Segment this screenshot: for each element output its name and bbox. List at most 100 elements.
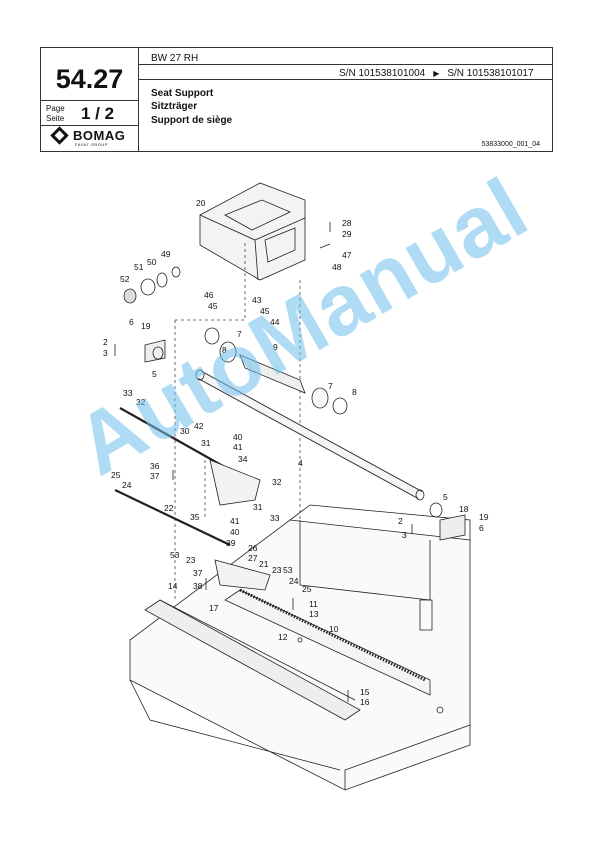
bearing-cluster — [123, 266, 181, 304]
callout-5b: 5 — [443, 492, 448, 502]
title-en: Seat Support — [151, 88, 214, 99]
callout-3b: 3 — [402, 530, 407, 540]
serial-range: S/N 101538101004▶S/N 101538101017 — [339, 68, 534, 79]
sleeve-8 — [219, 341, 237, 363]
callout-49: 49 — [161, 249, 171, 259]
callout-2: 2 — [103, 337, 108, 347]
rod-22 — [114, 489, 231, 546]
callout-5: 5 — [152, 369, 157, 379]
callout-38: 38 — [193, 581, 203, 591]
callout-23: 23 — [186, 555, 196, 565]
callout-27: 27 — [248, 553, 258, 563]
bolts — [114, 222, 413, 702]
callout-19: 19 — [141, 321, 151, 331]
callout-29: 29 — [342, 229, 352, 239]
bomag-logo: BOMAG FAYAT GROUP — [50, 126, 133, 149]
callout-14: 14 — [168, 581, 178, 591]
ring-5-right — [429, 502, 443, 518]
title-block-rule — [138, 79, 552, 80]
title-block: 54.27 Page Seite 1 / 2 BOMAG FAYAT GROUP… — [40, 47, 553, 152]
callout-33b: 33 — [270, 513, 280, 523]
callout-4: 4 — [298, 458, 303, 468]
callout-53b: 53 — [283, 565, 293, 575]
callout-8: 8 — [222, 345, 227, 355]
callout-36: 36 — [150, 461, 160, 471]
toothed-rail — [239, 588, 426, 682]
page-label-en: Page — [46, 104, 65, 113]
callout-3: 3 — [103, 348, 108, 358]
callout-37b: 37 — [193, 568, 203, 578]
rod-30 — [119, 407, 231, 471]
title-block-divider — [138, 48, 139, 151]
callout-9: 9 — [273, 342, 278, 352]
callout-23b: 23 — [272, 565, 282, 575]
callout-15: 15 — [360, 687, 370, 697]
bracket-18 — [439, 514, 466, 541]
callout-24b: 24 — [289, 576, 299, 586]
brand-sub: FAYAT GROUP — [75, 142, 108, 147]
callout-33: 33 — [123, 388, 133, 398]
callout-31b: 31 — [253, 502, 263, 512]
callout-40: 40 — [233, 432, 243, 442]
seat-bracket — [199, 182, 306, 281]
callout-10: 10 — [329, 624, 339, 634]
callout-8b: 8 — [352, 387, 357, 397]
callout-19b: 19 — [479, 512, 489, 522]
callout-32b: 32 — [272, 477, 282, 487]
callout-12: 12 — [278, 632, 288, 642]
callout-2b: 2 — [398, 516, 403, 526]
callout-17: 17 — [209, 603, 219, 613]
assembly-guide-lines — [174, 240, 301, 600]
title-fr: Support de siège — [151, 115, 233, 126]
callout-39: 39 — [226, 538, 236, 548]
sleeve-8b — [311, 387, 329, 409]
link-21 — [214, 559, 271, 591]
callout-25: 25 — [111, 470, 121, 480]
callout-31: 31 — [201, 438, 211, 448]
callout-6b: 6 — [479, 523, 484, 533]
bracket-5-left — [144, 339, 166, 363]
callout-53: 53 — [170, 550, 180, 560]
callout-18: 18 — [459, 504, 469, 514]
callout-20: 20 — [196, 198, 206, 208]
lever-34 — [209, 459, 261, 506]
callout-6: 6 — [129, 317, 134, 327]
callout-44: 44 — [270, 317, 280, 327]
callout-45: 45 — [208, 301, 218, 311]
callout-28: 28 — [342, 218, 352, 228]
callout-43: 43 — [252, 295, 262, 305]
plate-9 — [239, 354, 306, 394]
callout-30: 30 — [180, 426, 190, 436]
callout-32: 32 — [136, 397, 146, 407]
callout-25b: 25 — [302, 584, 312, 594]
ring-7b — [332, 397, 348, 415]
frame-base — [129, 504, 471, 791]
callout-26: 26 — [248, 543, 258, 553]
serial-to: S/N 101538101017 — [447, 68, 534, 79]
callout-37: 37 — [150, 471, 160, 481]
title-block-rule — [138, 64, 552, 65]
page-fraction: 1 / 2 — [81, 104, 115, 123]
callout-11: 11 — [309, 599, 318, 609]
title-block-rule — [41, 125, 138, 126]
arrow-right-icon: ▶ — [433, 69, 440, 78]
callout-51: 51 — [134, 262, 144, 272]
ring-7 — [204, 327, 220, 345]
callout-7b: 7 — [328, 381, 333, 391]
document-number: 53833000_001_04 — [481, 141, 540, 148]
callout-22: 22 — [164, 503, 174, 513]
callout-42: 42 — [194, 421, 204, 431]
callout-50: 50 — [147, 257, 157, 267]
brand-name: BOMAG — [73, 128, 126, 143]
callout-7: 7 — [237, 329, 242, 339]
callout-24: 24 — [122, 480, 132, 490]
title-de: Sitzträger — [151, 101, 198, 112]
title-block-rule — [41, 100, 138, 101]
callout-40b: 40 — [230, 527, 240, 537]
callout-48: 48 — [332, 262, 342, 272]
callout-16: 16 — [360, 697, 370, 707]
callout-47: 47 — [342, 250, 352, 260]
callout-41b: 41 — [230, 516, 240, 526]
callout-13: 13 — [309, 609, 319, 619]
